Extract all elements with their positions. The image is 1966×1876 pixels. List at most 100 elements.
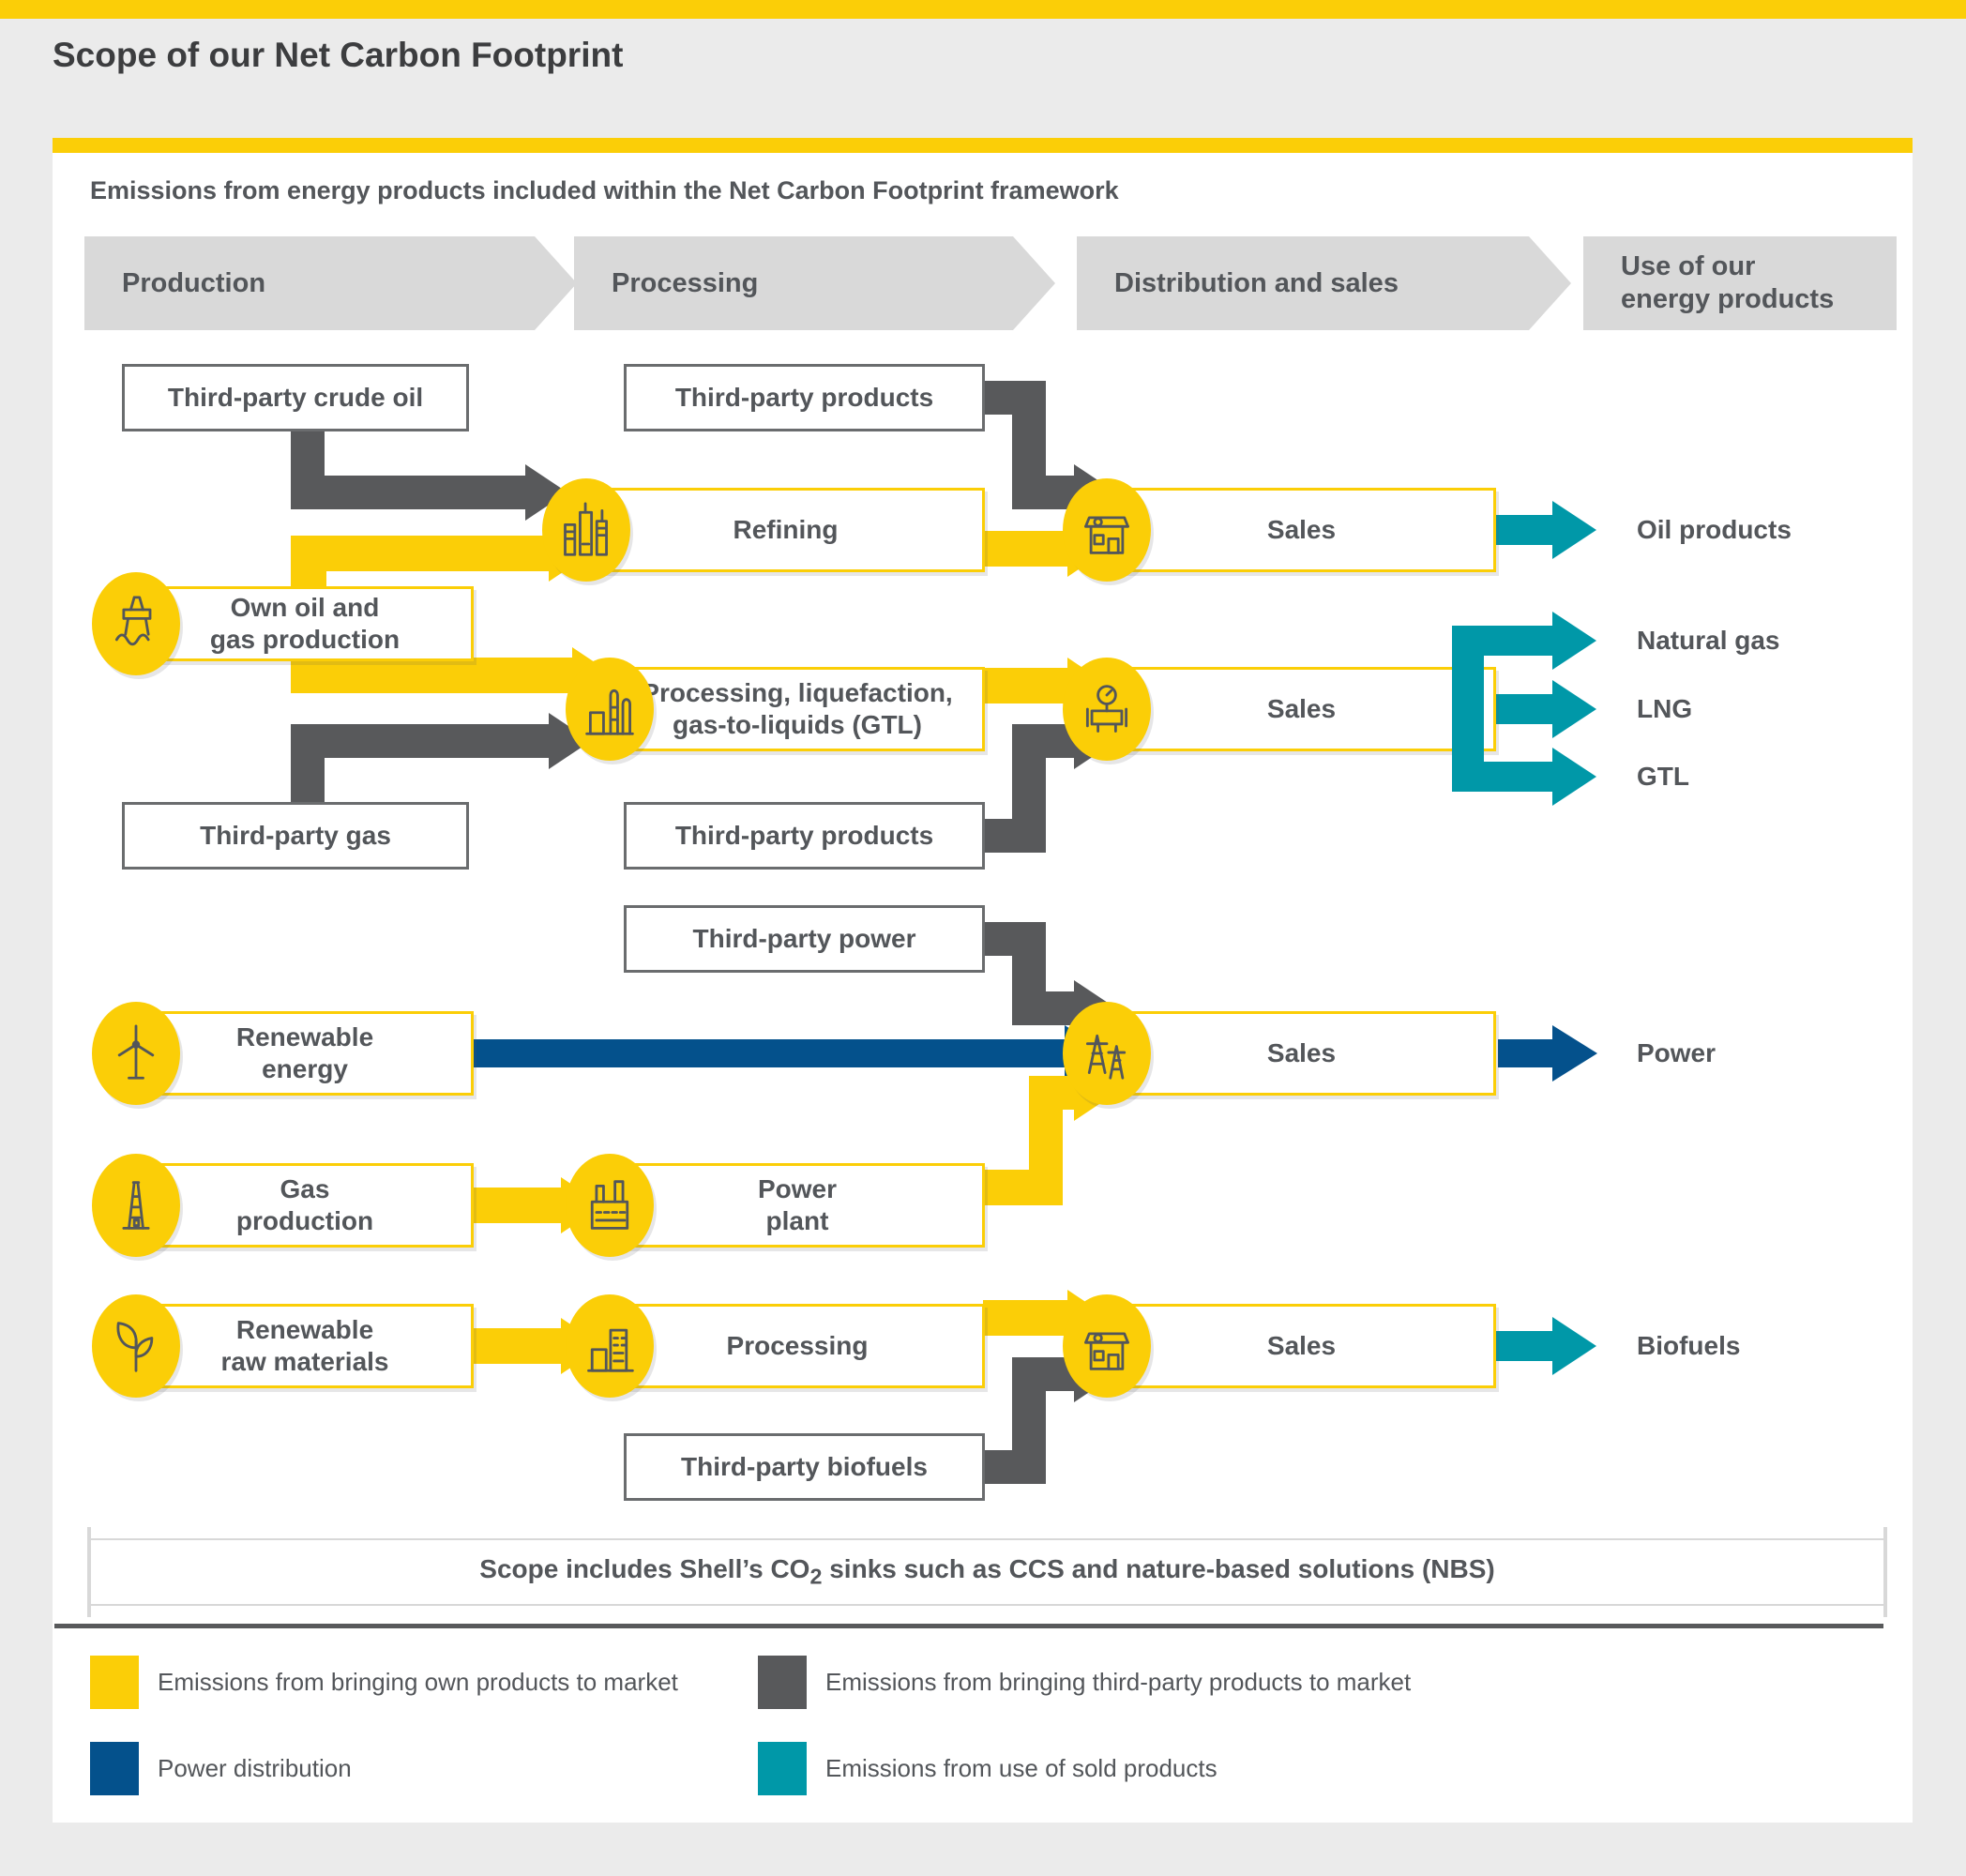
node-third-party-crude-oil-label: Third-party crude oil: [167, 383, 424, 413]
arrow-ownoilgas-to-refining: [291, 536, 549, 571]
stage-use-of-products-label: Use of our energy products: [1621, 251, 1835, 314]
arrow-powerplant-in: [1029, 1076, 1074, 1110]
legend-label-sold-products: Emissions from use of sold products: [825, 1754, 1217, 1782]
arrow-power-output-head: [1552, 1025, 1597, 1082]
node-third-party-products-oil: Third-party products: [624, 364, 985, 431]
legend-swatch-own-products: [90, 1656, 139, 1709]
node-refining: Refining: [586, 488, 985, 572]
stage-distribution-sales-label: Distribution and sales: [1114, 267, 1399, 298]
node-processing-biofuels: Processing: [610, 1304, 985, 1388]
arrow-gtl-output-head: [1552, 748, 1596, 806]
node-third-party-gas: Third-party gas: [122, 802, 469, 870]
refinery-icon: [542, 478, 630, 582]
power-towers-icon: [1063, 1002, 1151, 1105]
stage-use-of-products: Use of our energy products: [1583, 236, 1897, 330]
leaf-icon: [92, 1294, 180, 1398]
arrow-tpproducts-oil-in: [1012, 476, 1074, 509]
arrow-natural-gas-head: [1552, 612, 1596, 670]
top-accent-bar: [0, 0, 1966, 19]
node-processing-biofuels-label: Processing: [726, 1331, 869, 1361]
legend-label-own-products: Emissions from bringing own products to …: [158, 1668, 678, 1696]
arrow-renewable-to-sales-power: [472, 1039, 1067, 1067]
node-third-party-power-label: Third-party power: [692, 924, 916, 954]
legend-divider: [54, 1624, 1883, 1628]
arrow-ownoilgas-to-gtl: [291, 658, 572, 693]
scope-note-text: Scope includes Shell’s CO2 sinks such as…: [479, 1554, 1495, 1589]
node-renewable-raw-materials-label: Renewable raw materials: [220, 1315, 389, 1376]
node-third-party-products-gas: Third-party products: [624, 802, 985, 870]
arrow-gasprod-to-powerplant: [472, 1188, 563, 1223]
node-renewable-energy-label: Renewable energy: [235, 1022, 374, 1083]
arrow-oil-products-head: [1552, 501, 1596, 559]
arrow-oil-products-shaft: [1494, 515, 1552, 545]
legend-label-third-party: Emissions from bringing third-party prod…: [825, 1668, 1412, 1696]
node-power-plant-label: Power plant: [757, 1174, 838, 1235]
arrow-crude-to-refining-horizontal: [291, 476, 525, 509]
derrick-icon: [92, 1154, 180, 1257]
arrow-gtl-to-sales: [983, 668, 1069, 704]
node-renewable-energy: Renewable energy: [136, 1011, 474, 1096]
node-sales-oil-label: Sales: [1266, 515, 1337, 545]
arrow-biofuels-head: [1552, 1317, 1596, 1375]
processing-buildings-icon: [566, 1294, 654, 1398]
node-third-party-power: Third-party power: [624, 905, 985, 973]
arrow-lng-head: [1552, 680, 1596, 738]
diagram-subtitle: Emissions from energy products included …: [90, 176, 1119, 204]
stage-production: Production: [84, 236, 577, 330]
arrow-rawmat-to-processing: [472, 1328, 563, 1364]
arrow-biofuels-shaft: [1494, 1331, 1552, 1361]
node-third-party-gas-label: Third-party gas: [200, 821, 391, 851]
node-processing-gtl-label: Processing, liquefaction, gas-to-liquids…: [642, 678, 953, 739]
arrow-gas-outputs-trunk: [1452, 626, 1484, 792]
arrow-refining-to-sales: [983, 531, 1069, 567]
title-rule: [53, 138, 1913, 153]
node-sales-power-label: Sales: [1266, 1038, 1337, 1068]
stage-processing: Processing: [574, 236, 1055, 330]
oil-platform-icon: [92, 572, 180, 675]
scope-note: Scope includes Shell’s CO2 sinks such as…: [89, 1538, 1885, 1606]
node-third-party-biofuels-label: Third-party biofuels: [681, 1452, 928, 1482]
node-own-oil-and-gas: Own oil and gas production: [136, 586, 474, 661]
output-natural-gas: Natural gas: [1637, 626, 1780, 655]
node-third-party-products-oil-label: Third-party products: [674, 383, 934, 413]
output-lng: LNG: [1637, 694, 1693, 723]
arrow-tpgas-horizontal: [291, 724, 549, 758]
arrow-tpproducts-gas-in: [1012, 724, 1074, 758]
stage-distribution-sales: Distribution and sales: [1077, 236, 1571, 330]
node-third-party-crude-oil: Third-party crude oil: [122, 364, 469, 431]
stage-production-label: Production: [122, 267, 266, 298]
legend-swatch-power-distribution: [90, 1742, 139, 1795]
stage-processing-label: Processing: [612, 267, 759, 298]
node-sales-oil: Sales: [1107, 488, 1496, 572]
wind-turbine-icon: [92, 1002, 180, 1105]
node-sales-biofuels-label: Sales: [1266, 1331, 1337, 1361]
node-own-oil-and-gas-label: Own oil and gas production: [209, 593, 401, 654]
arrow-tpbiofuels-in: [1012, 1357, 1074, 1391]
power-plant-icon: [566, 1154, 654, 1257]
output-gtl: GTL: [1637, 762, 1689, 791]
node-sales-gas-label: Sales: [1266, 694, 1337, 724]
arrow-processing-to-sales: [983, 1300, 1069, 1336]
node-gas-production: Gas production: [136, 1163, 474, 1248]
legend-label-power-distribution: Power distribution: [158, 1754, 352, 1782]
node-third-party-biofuels: Third-party biofuels: [624, 1433, 985, 1501]
shop-icon-biofuels: [1063, 1294, 1151, 1398]
scope-note-right-tick: [1883, 1527, 1887, 1617]
node-sales-biofuels: Sales: [1107, 1304, 1496, 1388]
node-refining-label: Refining: [733, 515, 839, 545]
legend-swatch-sold-products: [758, 1742, 807, 1795]
output-biofuels: Biofuels: [1637, 1331, 1741, 1360]
node-third-party-products-gas-label: Third-party products: [674, 821, 934, 851]
node-renewable-raw-materials: Renewable raw materials: [136, 1304, 474, 1388]
node-sales-gas: Sales: [1107, 667, 1496, 751]
node-gas-production-label: Gas production: [235, 1174, 374, 1235]
legend-swatch-third-party: [758, 1656, 807, 1709]
gas-plant-icon: [566, 658, 654, 761]
node-power-plant: Power plant: [610, 1163, 985, 1248]
output-power: Power: [1637, 1038, 1716, 1067]
arrow-power-output-shaft: [1498, 1039, 1552, 1067]
arrow-tppower-in: [1012, 991, 1074, 1025]
node-sales-power: Sales: [1107, 1011, 1496, 1096]
arrow-lng-shaft: [1494, 694, 1552, 724]
